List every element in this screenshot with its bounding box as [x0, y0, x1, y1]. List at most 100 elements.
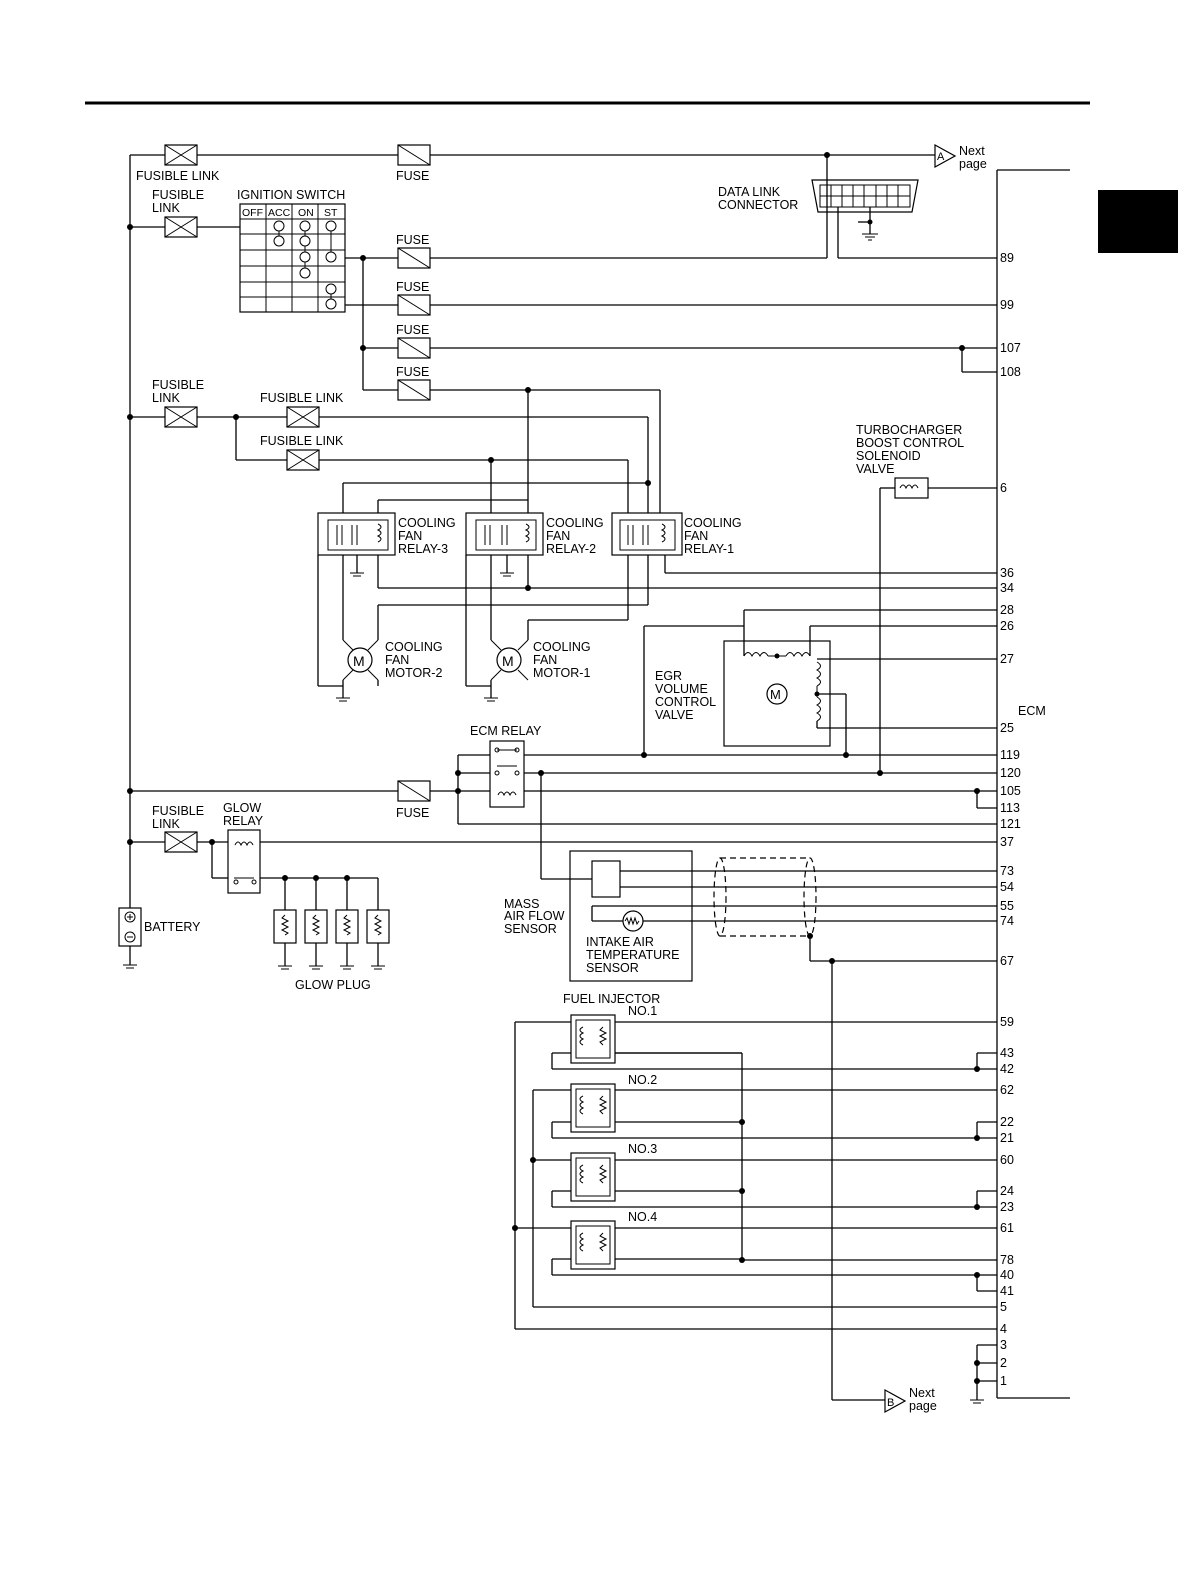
svg-text:FAN: FAN: [546, 529, 570, 543]
ecm-pin-107: 107: [1000, 341, 1021, 355]
mass-air-flow-sensor: [540, 773, 997, 982]
svg-text:VOLUME: VOLUME: [655, 682, 708, 696]
next-page-b-marker: B Next page: [884, 1386, 937, 1414]
cooling-fan-motor-1: M: [484, 639, 529, 702]
egr-volume-control-valve: M: [643, 609, 997, 755]
ecm-pin-55: 55: [1000, 899, 1014, 913]
svg-text:SENSOR: SENSOR: [586, 961, 639, 975]
ecm-pin-24: 24: [1000, 1184, 1014, 1198]
fuel-injector-no4: NO.4: [628, 1210, 657, 1224]
ignition-outputs: [345, 247, 997, 401]
svg-text:Next: Next: [959, 144, 985, 158]
glow-relay: [127, 829, 997, 894]
ecm-pin-121: 121: [1000, 817, 1021, 831]
relay-1-label: COOLING FAN RELAY-1: [684, 516, 742, 556]
fusible-link-3-l1: FUSIBLE: [152, 378, 204, 392]
ecm-pin-37: 37: [1000, 835, 1014, 849]
svg-text:MOTOR-2: MOTOR-2: [385, 666, 442, 680]
fuel-injector-2: [533, 1083, 997, 1141]
svg-text:SENSOR: SENSOR: [504, 922, 557, 936]
svg-text:COOLING: COOLING: [684, 516, 742, 530]
svg-text:page: page: [959, 157, 987, 171]
ecm-pin-5: 5: [1000, 1300, 1007, 1314]
ecm-relay-label: ECM RELAY: [470, 724, 542, 738]
fuel-injectors: [515, 1014, 997, 1292]
ecm-pin-99: 99: [1000, 298, 1014, 312]
fuse-label-5: FUSE: [396, 365, 429, 379]
ignition-feed: [127, 216, 240, 238]
egr-label: EGR VOLUME CONTROL VALVE: [655, 669, 716, 722]
motor-1-label: COOLING FAN MOTOR-1: [533, 640, 591, 680]
relay-2-label: COOLING FAN RELAY-2: [546, 516, 604, 556]
ign-pos-st: ST: [324, 207, 338, 219]
main-supply-line: [129, 144, 935, 910]
svg-text:RELAY-1: RELAY-1: [684, 542, 734, 556]
fusible-link-2-l1: FUSIBLE: [152, 188, 204, 202]
ecm-pin-62: 62: [1000, 1083, 1014, 1097]
ecm-pin-108: 108: [1000, 365, 1021, 379]
svg-text:FAN: FAN: [385, 653, 409, 667]
fusible-link-5-label: FUSIBLE LINK: [260, 434, 344, 448]
fuel-injector-4: [515, 1220, 997, 1292]
cooling-fan-motor-2: M: [336, 639, 379, 702]
next-page-a-marker: A Next page: [934, 143, 987, 171]
svg-text:RELAY-3: RELAY-3: [398, 542, 448, 556]
battery: [118, 907, 142, 969]
ecm-pin-22: 22: [1000, 1115, 1014, 1129]
ecm-pin-21: 21: [1000, 1131, 1014, 1145]
ign-pos-acc: ACC: [268, 207, 291, 219]
svg-text:Next: Next: [909, 1386, 935, 1400]
glow-plugs: [273, 878, 390, 970]
svg-text:A: A: [937, 151, 945, 163]
ecm-relay: [455, 740, 997, 825]
ecm-pin-74: 74: [1000, 914, 1014, 928]
ecm-pin-67: 67: [1000, 954, 1014, 968]
svg-text:M: M: [770, 687, 781, 702]
data-link-connector: [811, 155, 997, 259]
motor-2-label: COOLING FAN MOTOR-2: [385, 640, 443, 680]
ecm-pin-28: 28: [1000, 603, 1014, 617]
cooling-fan-relay-3: [317, 512, 396, 577]
ecm-pin-78: 78: [1000, 1253, 1014, 1267]
ignition-switch: [239, 203, 346, 313]
svg-text:B: B: [887, 1397, 894, 1409]
svg-text:EGR: EGR: [655, 669, 682, 683]
fuse-label-2: FUSE: [396, 233, 429, 247]
svg-text:INTAKE AIR: INTAKE AIR: [586, 935, 654, 949]
glow-relay-l1: GLOW: [223, 801, 261, 815]
svg-text:MOTOR-1: MOTOR-1: [533, 666, 590, 680]
svg-text:TURBOCHARGER: TURBOCHARGER: [856, 423, 962, 437]
svg-text:COOLING: COOLING: [398, 516, 456, 530]
data-link-connector-label-1: DATA LINK: [718, 185, 781, 199]
ecm-pin-labels: 8999107108636342826272511912010511312137…: [1000, 251, 1021, 1388]
ecm-pin-2: 2: [1000, 1356, 1007, 1370]
ecm-pin-61: 61: [1000, 1221, 1014, 1235]
fuel-injector-no3: NO.3: [628, 1142, 657, 1156]
ecm-pin-27: 27: [1000, 652, 1014, 666]
fuse-label-6: FUSE: [396, 806, 429, 820]
ecm-pin-42: 42: [1000, 1062, 1014, 1076]
ecm-pin-6: 6: [1000, 481, 1007, 495]
relay-3-label: COOLING FAN RELAY-3: [398, 516, 456, 556]
ecm-pin-40: 40: [1000, 1268, 1014, 1282]
ecm-unit: ECM: [996, 169, 1070, 1399]
fuel-injector-no2: NO.2: [628, 1073, 657, 1087]
svg-text:FAN: FAN: [398, 529, 422, 543]
ecm-label: ECM: [1018, 704, 1046, 718]
fusible-link-label-top: FUSIBLE LINK: [136, 169, 220, 183]
shielded-cable: [713, 857, 997, 1401]
svg-text:COOLING: COOLING: [385, 640, 443, 654]
svg-text:FAN: FAN: [684, 529, 708, 543]
svg-text:VALVE: VALVE: [856, 462, 894, 476]
fuel-injector-no1: NO.1: [628, 1004, 657, 1018]
ecm-pin-3: 3: [1000, 1338, 1007, 1352]
ecm-relay-feed: [127, 780, 490, 802]
fuse-label-4: FUSE: [396, 323, 429, 337]
turbo-solenoid-label: TURBOCHARGER BOOST CONTROL SOLENOID VALV…: [856, 423, 964, 476]
svg-text:COOLING: COOLING: [533, 640, 591, 654]
turbo-boost-solenoid: [877, 477, 997, 776]
fuse-label-top: FUSE: [396, 169, 429, 183]
fuse-label-3: FUSE: [396, 280, 429, 294]
svg-text:AIR FLOW: AIR FLOW: [504, 909, 565, 923]
